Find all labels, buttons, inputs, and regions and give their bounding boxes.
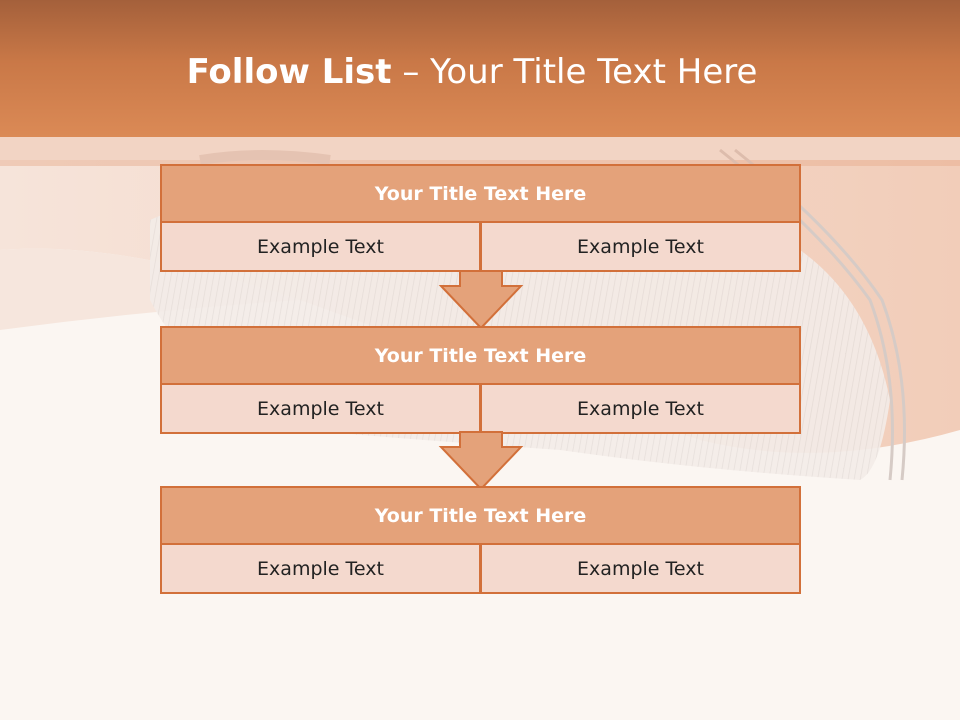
slide-title: Follow List – Your Title Text Here — [0, 52, 944, 92]
block-cell-right: Example Text — [480, 221, 801, 272]
block-title: Your Title Text Here — [160, 486, 801, 545]
block-cell-right: Example Text — [480, 543, 801, 594]
block-title: Your Title Text Here — [160, 326, 801, 385]
block-cell-right: Example Text — [480, 383, 801, 434]
down-arrow-icon — [438, 270, 524, 330]
header-strip — [0, 137, 960, 166]
down-arrow-icon — [438, 431, 524, 491]
block-cell-left: Example Text — [160, 543, 481, 594]
block-title: Your Title Text Here — [160, 164, 801, 223]
slide-title-rest: – Your Title Text Here — [391, 52, 758, 92]
header-bar — [0, 0, 960, 137]
slide-title-bold: Follow List — [186, 52, 392, 92]
block-cell-left: Example Text — [160, 383, 481, 434]
block-cell-left: Example Text — [160, 221, 481, 272]
